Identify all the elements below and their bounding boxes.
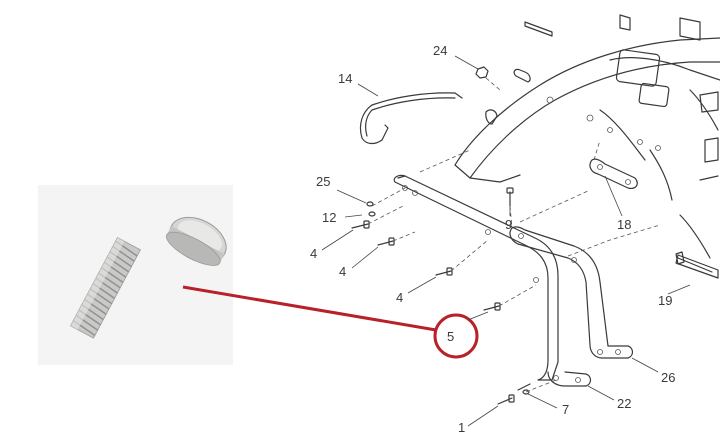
screw-9 — [506, 187, 514, 207]
callout-24: 24 — [433, 43, 447, 58]
bolt-photo-background — [38, 185, 233, 365]
screw-4b — [435, 267, 453, 276]
callout-4-lower: 4 — [396, 290, 403, 305]
callout-14: 14 — [338, 71, 352, 86]
callout-1: 1 — [458, 420, 465, 435]
washer-12b — [368, 211, 376, 217]
callout-9: 9 — [505, 217, 512, 232]
bolt-photo-shank — [69, 237, 141, 339]
callout-4-upper: 4 — [310, 246, 317, 261]
screw-4a — [377, 237, 395, 246]
bolt-photo-head — [166, 216, 227, 266]
callout-12: 12 — [322, 210, 336, 225]
highlight-marker — [182, 285, 479, 359]
fender-outline — [454, 14, 720, 279]
callout-26: 26 — [661, 370, 675, 385]
part-24-nut — [475, 66, 489, 79]
highlight-circle — [433, 313, 479, 359]
washer-25 — [366, 201, 374, 207]
screw-12 — [351, 220, 370, 229]
fasteners — [351, 187, 531, 405]
part-14-rail — [359, 92, 463, 145]
callout-leaders — [321, 55, 691, 427]
part-19-bolt — [675, 251, 713, 273]
highlight-leader-line — [182, 285, 437, 332]
callout-25: 25 — [316, 174, 330, 189]
callout-7: 7 — [562, 402, 569, 417]
callout-5: 5 — [447, 329, 454, 344]
callout-4-middle: 4 — [339, 264, 346, 279]
callout-19: 19 — [658, 293, 672, 308]
callout-labels: 24 14 25 12 9 18 4 4 4 5 19 26 22 7 1 — [310, 43, 675, 435]
part-18-bracket — [589, 158, 638, 189]
callout-18: 18 — [617, 217, 631, 232]
screw-1 — [517, 383, 531, 391]
screw-7 — [497, 389, 530, 405]
bolt-photo — [38, 185, 233, 365]
strut-arm — [393, 174, 559, 381]
part-26-bracket — [509, 226, 634, 387]
callout-22: 22 — [617, 396, 631, 411]
screw-5 — [483, 302, 501, 311]
